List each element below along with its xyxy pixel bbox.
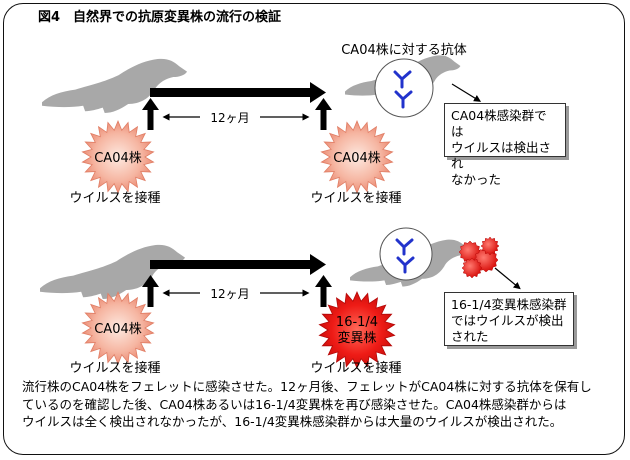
- figure-title: 図4 自然界での抗原変異株の流行の検証: [38, 10, 282, 25]
- virus-ca04-icon: CA04株: [81, 119, 155, 195]
- virus-ca04-icon: CA04株: [320, 119, 394, 195]
- result-pointer-arrow: [494, 267, 521, 290]
- virus-particle-icon: [480, 236, 500, 256]
- interval-label: 12ヶ月: [210, 111, 249, 125]
- inoculation-arrow: [142, 98, 159, 130]
- inoculation-arrow: [142, 275, 159, 307]
- result-box-ca04: CA04株感染群では ウイルスは検出され なかった: [444, 103, 566, 187]
- ferret-icon: [40, 244, 186, 299]
- svg-text:CA04株: CA04株: [94, 322, 142, 337]
- timeline-arrow: [150, 82, 326, 103]
- inoculation-label: ウイルスを接種: [310, 360, 401, 376]
- inoculation-label: ウイルスを接種: [310, 190, 401, 206]
- figure-caption: 流行株のCA04株をフェレットに感染させた。12ヶ月後、フェレットがCA04株に…: [22, 379, 592, 429]
- antibody-label: CA04株に対する抗体: [341, 43, 467, 58]
- timeline-arrow: [150, 254, 326, 275]
- virus-cluster-icon: [458, 236, 500, 279]
- svg-text:CA04株: CA04株: [333, 151, 381, 166]
- virus-particle-icon: [461, 257, 483, 279]
- inoculation-label: ウイルスを接種: [69, 360, 160, 376]
- result-box-variant: 16-1/4変異株感染群 ではウイルスが検出 された: [444, 292, 574, 346]
- ferret-icon: [42, 58, 188, 113]
- antibody-icon: [374, 58, 434, 118]
- svg-text:16-1/4: 16-1/4: [336, 315, 378, 330]
- result-pointer-arrow: [451, 83, 482, 102]
- figure-frame: [3, 3, 625, 455]
- svg-text:CA04株: CA04株: [94, 151, 142, 166]
- inoculation-arrow: [315, 275, 332, 307]
- inoculation-arrow: [315, 98, 332, 130]
- virus-variant-icon: 16-1/4 変異株: [318, 291, 396, 369]
- interval-label: 12ヶ月: [210, 287, 249, 301]
- svg-text:変異株: 変異株: [337, 330, 376, 346]
- antibody-icon: [379, 227, 433, 281]
- virus-ca04-icon: CA04株: [81, 290, 155, 366]
- inoculation-label: ウイルスを接種: [69, 190, 160, 206]
